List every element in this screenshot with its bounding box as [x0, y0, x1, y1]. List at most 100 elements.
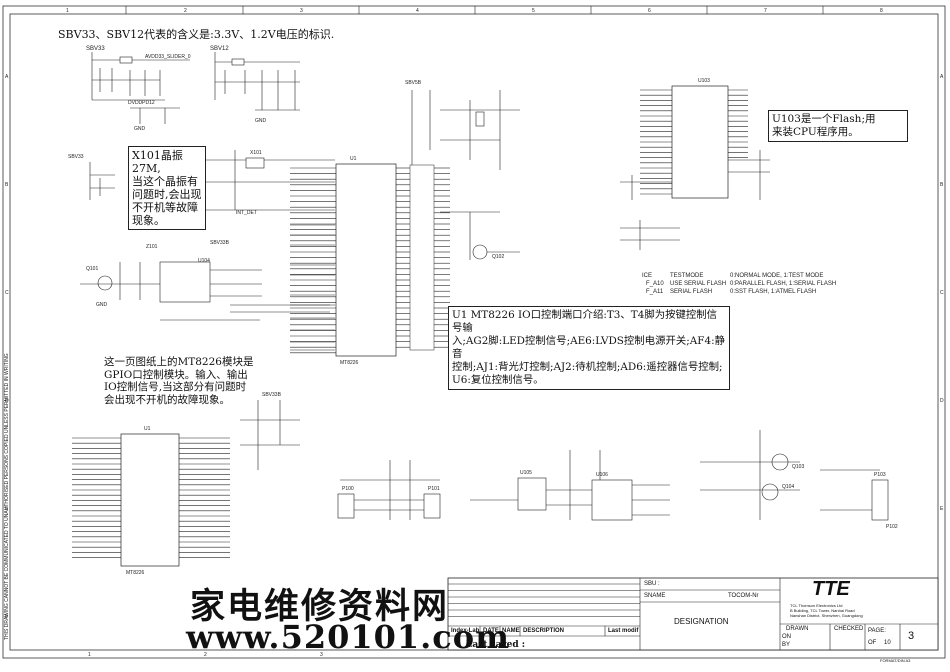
svg-text:SBV33: SBV33: [68, 154, 84, 160]
tb-page-number: 3: [908, 630, 915, 642]
tb-sname-value: TOCOM-Nr: [728, 593, 759, 599]
cfg-row3-col2: SERIAL FLASH: [670, 289, 712, 295]
cfg-row2-col3: 0:PARALLEL FLASH, 1:SERIAL FLASH: [730, 281, 836, 287]
col-label-bottom-1: 1: [88, 652, 91, 658]
col-label-top-5: 5: [532, 8, 535, 14]
int-det-label: INT_DET: [236, 210, 257, 216]
flash-config-table: ICE TESTMODE 0:NORMAL MODE, 1:TEST MODE …: [642, 273, 836, 295]
mt8226-top-label: MT8226: [340, 360, 359, 366]
mt8226-bottom-label: MT8226: [126, 570, 145, 576]
tb-last-saved: Last saved :: [466, 640, 526, 650]
cfg-row2-col1: F_A10: [646, 281, 664, 287]
gnd-label-2: GND: [255, 118, 267, 124]
rail-dvddpd: DVDDPD12: [128, 100, 155, 106]
col-label-top-7: 7: [764, 8, 767, 14]
tb-total-pages: 10: [884, 640, 891, 646]
x101-note: X101晶振27M, 当这个晶振有 问题时,会出现 不开机等故障 现象。: [128, 146, 206, 230]
q102-ref: Q102: [492, 254, 504, 260]
tb-sbu-label: SBU :: [644, 581, 660, 587]
row-label-e: E: [5, 506, 9, 512]
u1-top-ref: U1: [350, 156, 357, 162]
col-label-top-3: 3: [300, 8, 303, 14]
cfg-row3-col3: 0:SST FLASH, 1:ATMEL FLASH: [730, 289, 816, 295]
p101-ref: P101: [428, 486, 440, 492]
u1-bottom-ref: U1: [144, 426, 151, 432]
tb-header-description: DESCRIPTION: [523, 628, 565, 634]
cfg-row1-col3: 0:NORMAL MODE, 1:TEST MODE: [730, 273, 823, 279]
u1-bottom-block: U1 MT8226 SBV33B: [72, 392, 300, 576]
title-block-frame: [447, 577, 939, 651]
u1-top-block: U1 MT8226: [290, 156, 450, 366]
border-column-labels: 1 2 3 4 5 6 7 8 1 2 3: [66, 6, 883, 658]
row-label-c-right: C: [940, 290, 944, 296]
tb-sname-label: SNAME: [644, 593, 666, 599]
tb-header-index: Index-Lab: [451, 628, 480, 634]
cfg-row1-col2: TESTMODE: [670, 273, 703, 279]
tb-by: BY: [782, 642, 791, 648]
q104-ref: Q104: [782, 484, 794, 490]
gnd-label-1: GND: [134, 126, 146, 132]
u105-ref: U105: [520, 470, 532, 476]
row-label-d: D: [5, 398, 9, 404]
u106-ref: U106: [596, 472, 608, 478]
cfg-row3-col1: F_A11: [646, 289, 664, 295]
svg-text:SBV33B: SBV33B: [210, 240, 230, 246]
u103-note: U103是一个Flash;用 来装CPU程序用。: [768, 110, 908, 142]
bottom-right-section: U105 U106 Q103 Q104 P103 P102: [470, 430, 898, 530]
tb-header-last-modif: Last modif: [608, 628, 639, 634]
top-note: SBV33、SBV12代表的含义是:3.3V、1.2V电压的标识.: [58, 28, 335, 41]
row-label-f: F: [5, 614, 8, 620]
row-label-a-right: A: [940, 74, 944, 80]
power-filter-section: SBV33 AVDD33_SLIDER_0 DVDDPD12 GND SBV12…: [68, 46, 300, 200]
u104-ref: U104: [198, 258, 210, 264]
row-label-b-right: B: [940, 182, 944, 188]
crystal-section: X101 INT_DET: [200, 150, 335, 351]
gpio-note: 这一页图纸上的MT8226模块是 GPIO口控制模块。输入、输出 IO控制信号,…: [104, 356, 254, 406]
q101-ref: Q101: [86, 266, 98, 272]
tb-header-name: NAME: [502, 628, 520, 634]
bottom-connectors: P100 P101: [337, 460, 441, 520]
cfg-row1-col1: ICE: [642, 273, 652, 279]
tb-company-3: Nanshan District, Shenzhen, Guangdong: [790, 613, 863, 618]
col-label-top-2: 2: [184, 8, 187, 14]
tb-company-2: B Building, TCL Tower, Nanhai Road: [790, 608, 855, 613]
q103-ref: Q103: [792, 464, 804, 470]
tb-designation: DESIGNATION: [674, 617, 729, 626]
p103-ref: P103: [874, 472, 886, 478]
rail-sbv12: SBV12: [210, 46, 229, 52]
tb-checked: CHECKED: [834, 626, 864, 632]
border-row-labels: A B C D E F A B C D E: [5, 74, 944, 620]
cfg-row2-col2: USE SERIAL FLASH: [670, 281, 726, 287]
tb-page-label: PAGE:: [868, 628, 886, 634]
row-label-d-right: D: [940, 398, 944, 404]
col-label-top-1: 1: [66, 8, 69, 14]
eeprom-section: Z101 U104 SBV33B Q101 GND: [80, 240, 330, 321]
col-label-top-8: 8: [880, 8, 883, 14]
col-label-bottom-2: 2: [204, 652, 207, 658]
p102-ref: P102: [886, 524, 898, 530]
col-label-top-6: 6: [648, 8, 651, 14]
row-label-c: C: [5, 290, 9, 296]
tb-company-1: TCL Thomson Electronics Ltd: [790, 603, 843, 608]
tb-drawn: DRAWN: [786, 626, 809, 632]
watermark-url: www.520101.com: [186, 618, 510, 656]
u1-io-note: U1 MT8226 IO口控制端口介绍:T3、T4脚为按键控制信号输 入;AG2…: [448, 306, 730, 390]
tb-header-date: DATE: [483, 628, 499, 634]
u103-flash: U103: [620, 78, 770, 250]
gnd-label-3: GND: [96, 302, 108, 308]
tb-page-of: OF: [868, 640, 877, 646]
rail-sbv5b: SBV5B: [405, 80, 422, 86]
rail-sbv33: SBV33: [86, 46, 105, 52]
col-label-bottom-3: 3: [320, 652, 323, 658]
row-label-a: A: [5, 74, 9, 80]
z101-ref: Z101: [146, 244, 158, 250]
border-side-text: THIS DRAWING CANNOT BE COMMUNICATED TO U…: [4, 353, 10, 640]
top-center-drivers: SBV5B Q102: [405, 80, 520, 260]
x101-ref: X101: [250, 150, 262, 156]
rail-avdd33: AVDD33_SLIDER_0: [145, 54, 191, 60]
row-label-e-right: E: [940, 506, 944, 512]
svg-text:SBV33B: SBV33B: [262, 392, 282, 398]
u103-ref: U103: [698, 78, 710, 84]
tb-logo: TTE: [812, 578, 850, 600]
